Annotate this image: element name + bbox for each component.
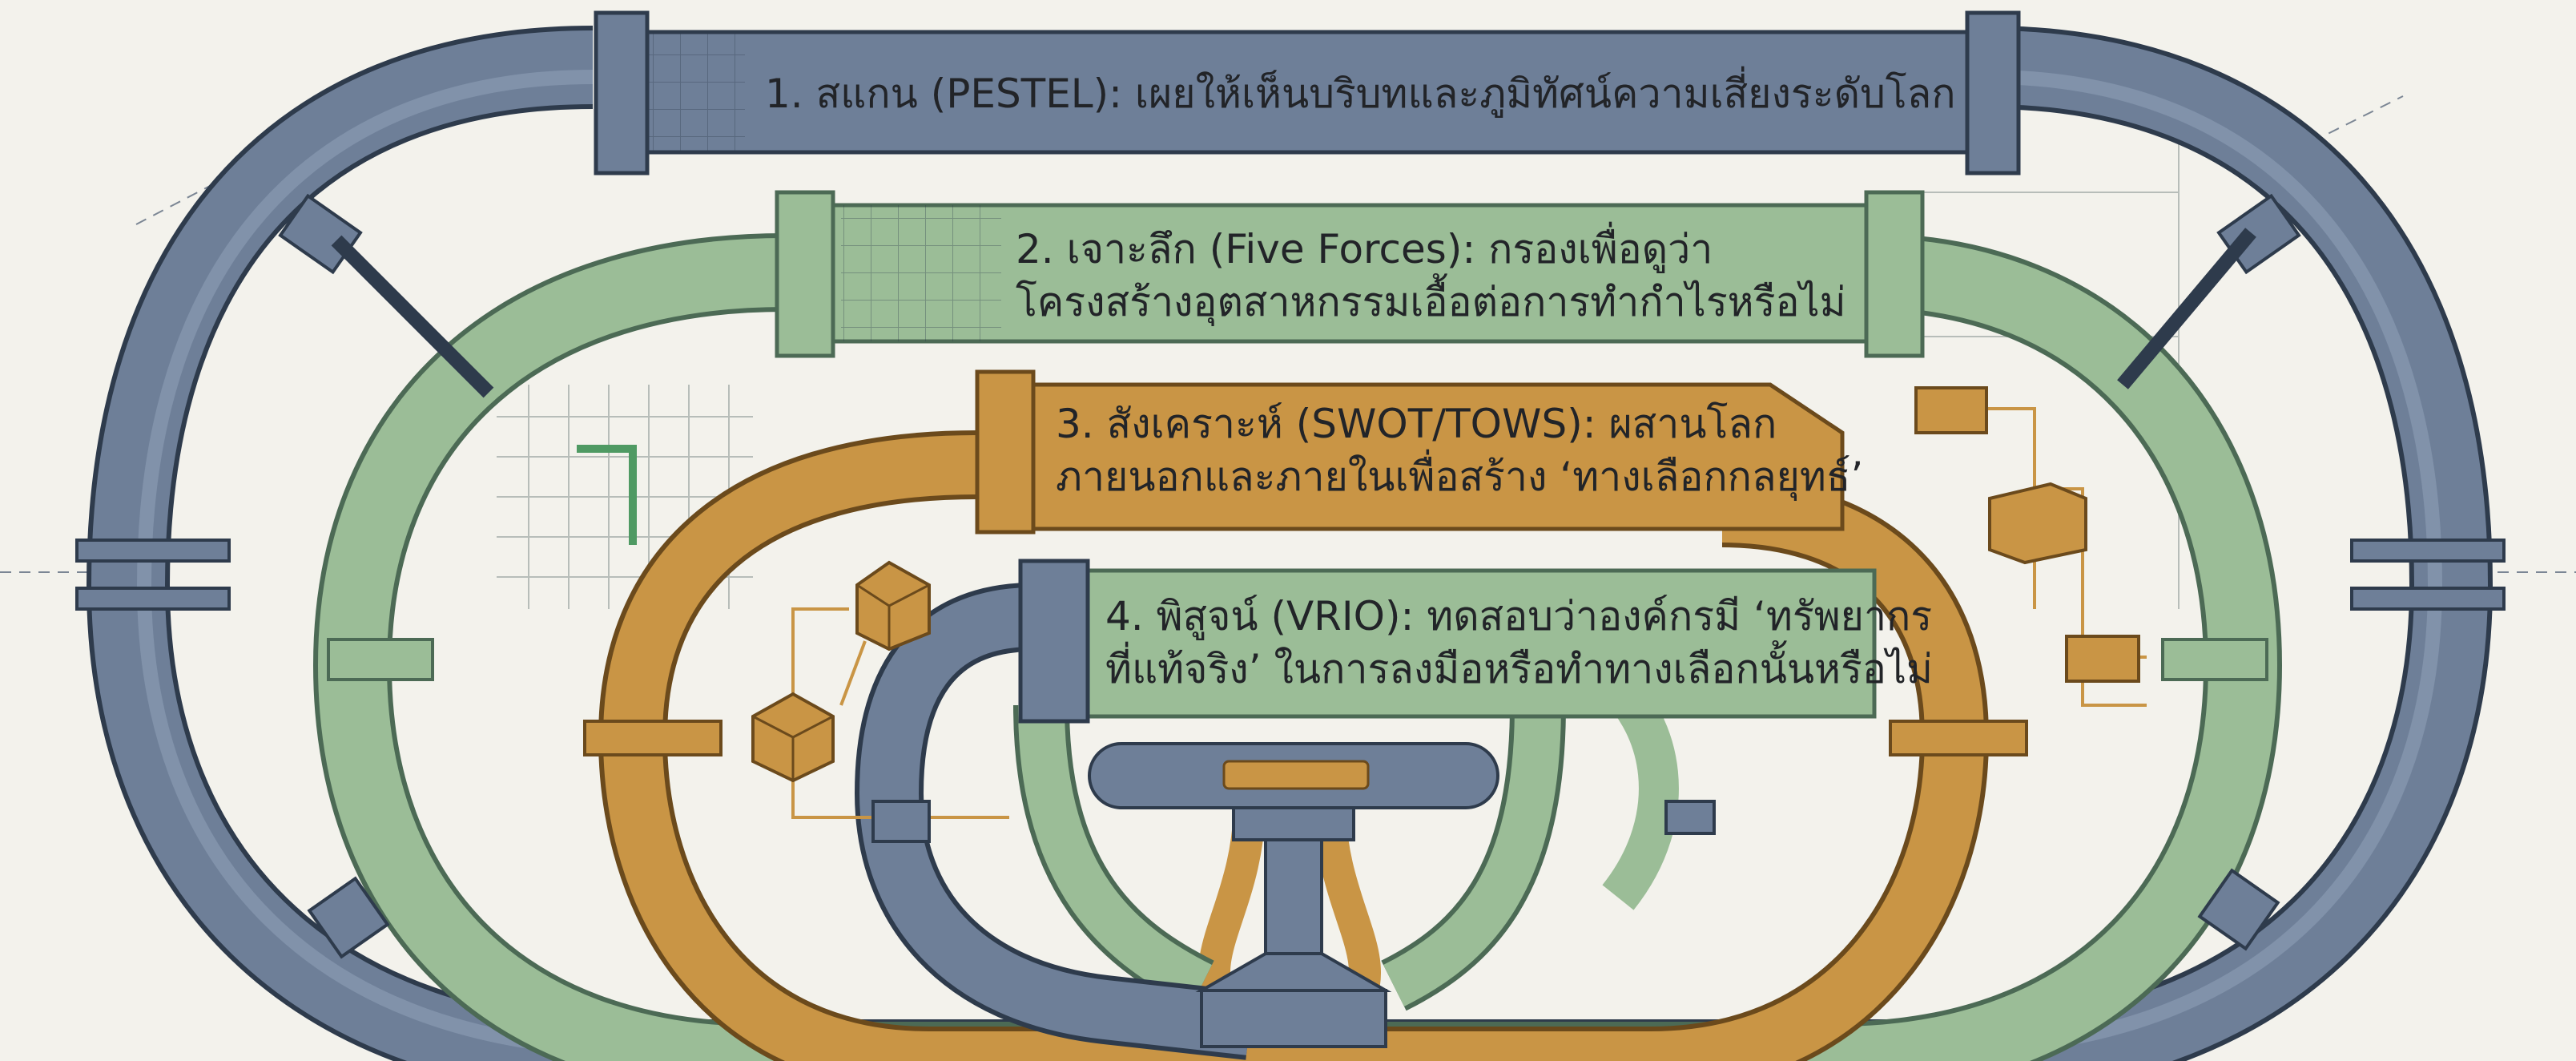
prove-label: 4. พิสูจน์ (VRIO): ทดสอบว่าองค์กรมี ‘ทรั… <box>1105 590 1933 696</box>
scan-banner <box>594 10 2021 175</box>
drill-label-line: โครงสร้างอุตสาหกรรมเอื้อต่อการทำกำไรหรือ… <box>1016 279 1846 325</box>
prove-label-line: ที่แท้จริง’ ในการลงมือหรือทำทางเลือกนั้น… <box>1105 646 1934 692</box>
scan-label-line: 1. สแกน (PESTEL): เผยให้เห็นบริบทและภูมิ… <box>765 71 1956 117</box>
synthesize-label: 3. สังเคราะห์ (SWOT/TOWS): ผสานโลก ภายนอ… <box>1056 397 1863 503</box>
cube-node <box>1988 482 2087 565</box>
drill-banner <box>775 190 1925 358</box>
cube-node <box>855 560 931 652</box>
prove-banner <box>1018 559 1877 724</box>
synthesize-banner <box>975 369 1845 535</box>
green-brackets <box>327 638 2268 681</box>
drill-label: 2. เจาะลึก (Five Forces): กรองเพื่อดูว่า… <box>1016 223 1846 329</box>
prove-label-line: 4. พิสูจน์ (VRIO): ทดสอบว่าองค์กรมี ‘ทรั… <box>1105 593 1933 639</box>
cube-node <box>751 692 835 783</box>
block-node <box>2065 635 2140 683</box>
scan-label: 1. สแกน (PESTEL): เผยให้เห็นบริบทและภูมิ… <box>765 67 1956 120</box>
synthesize-label-line: ภายนอกและภายในเพื่อสร้าง ‘ทางเลือกกลยุทธ… <box>1056 454 1864 500</box>
drill-track <box>312 233 2283 1061</box>
track-brackets <box>75 193 2506 959</box>
block-node <box>1914 386 1988 434</box>
synthesize-label-line: 3. สังเคราะห์ (SWOT/TOWS): ผสานโลก <box>1056 401 1777 447</box>
blue-brackets <box>871 800 1716 843</box>
orange-brackets <box>583 720 2028 756</box>
central-hub <box>1088 742 1499 1048</box>
green-marker <box>577 445 637 545</box>
drill-label-line: 2. เจาะลึก (Five Forces): กรองเพื่อดูว่า <box>1016 226 1713 272</box>
